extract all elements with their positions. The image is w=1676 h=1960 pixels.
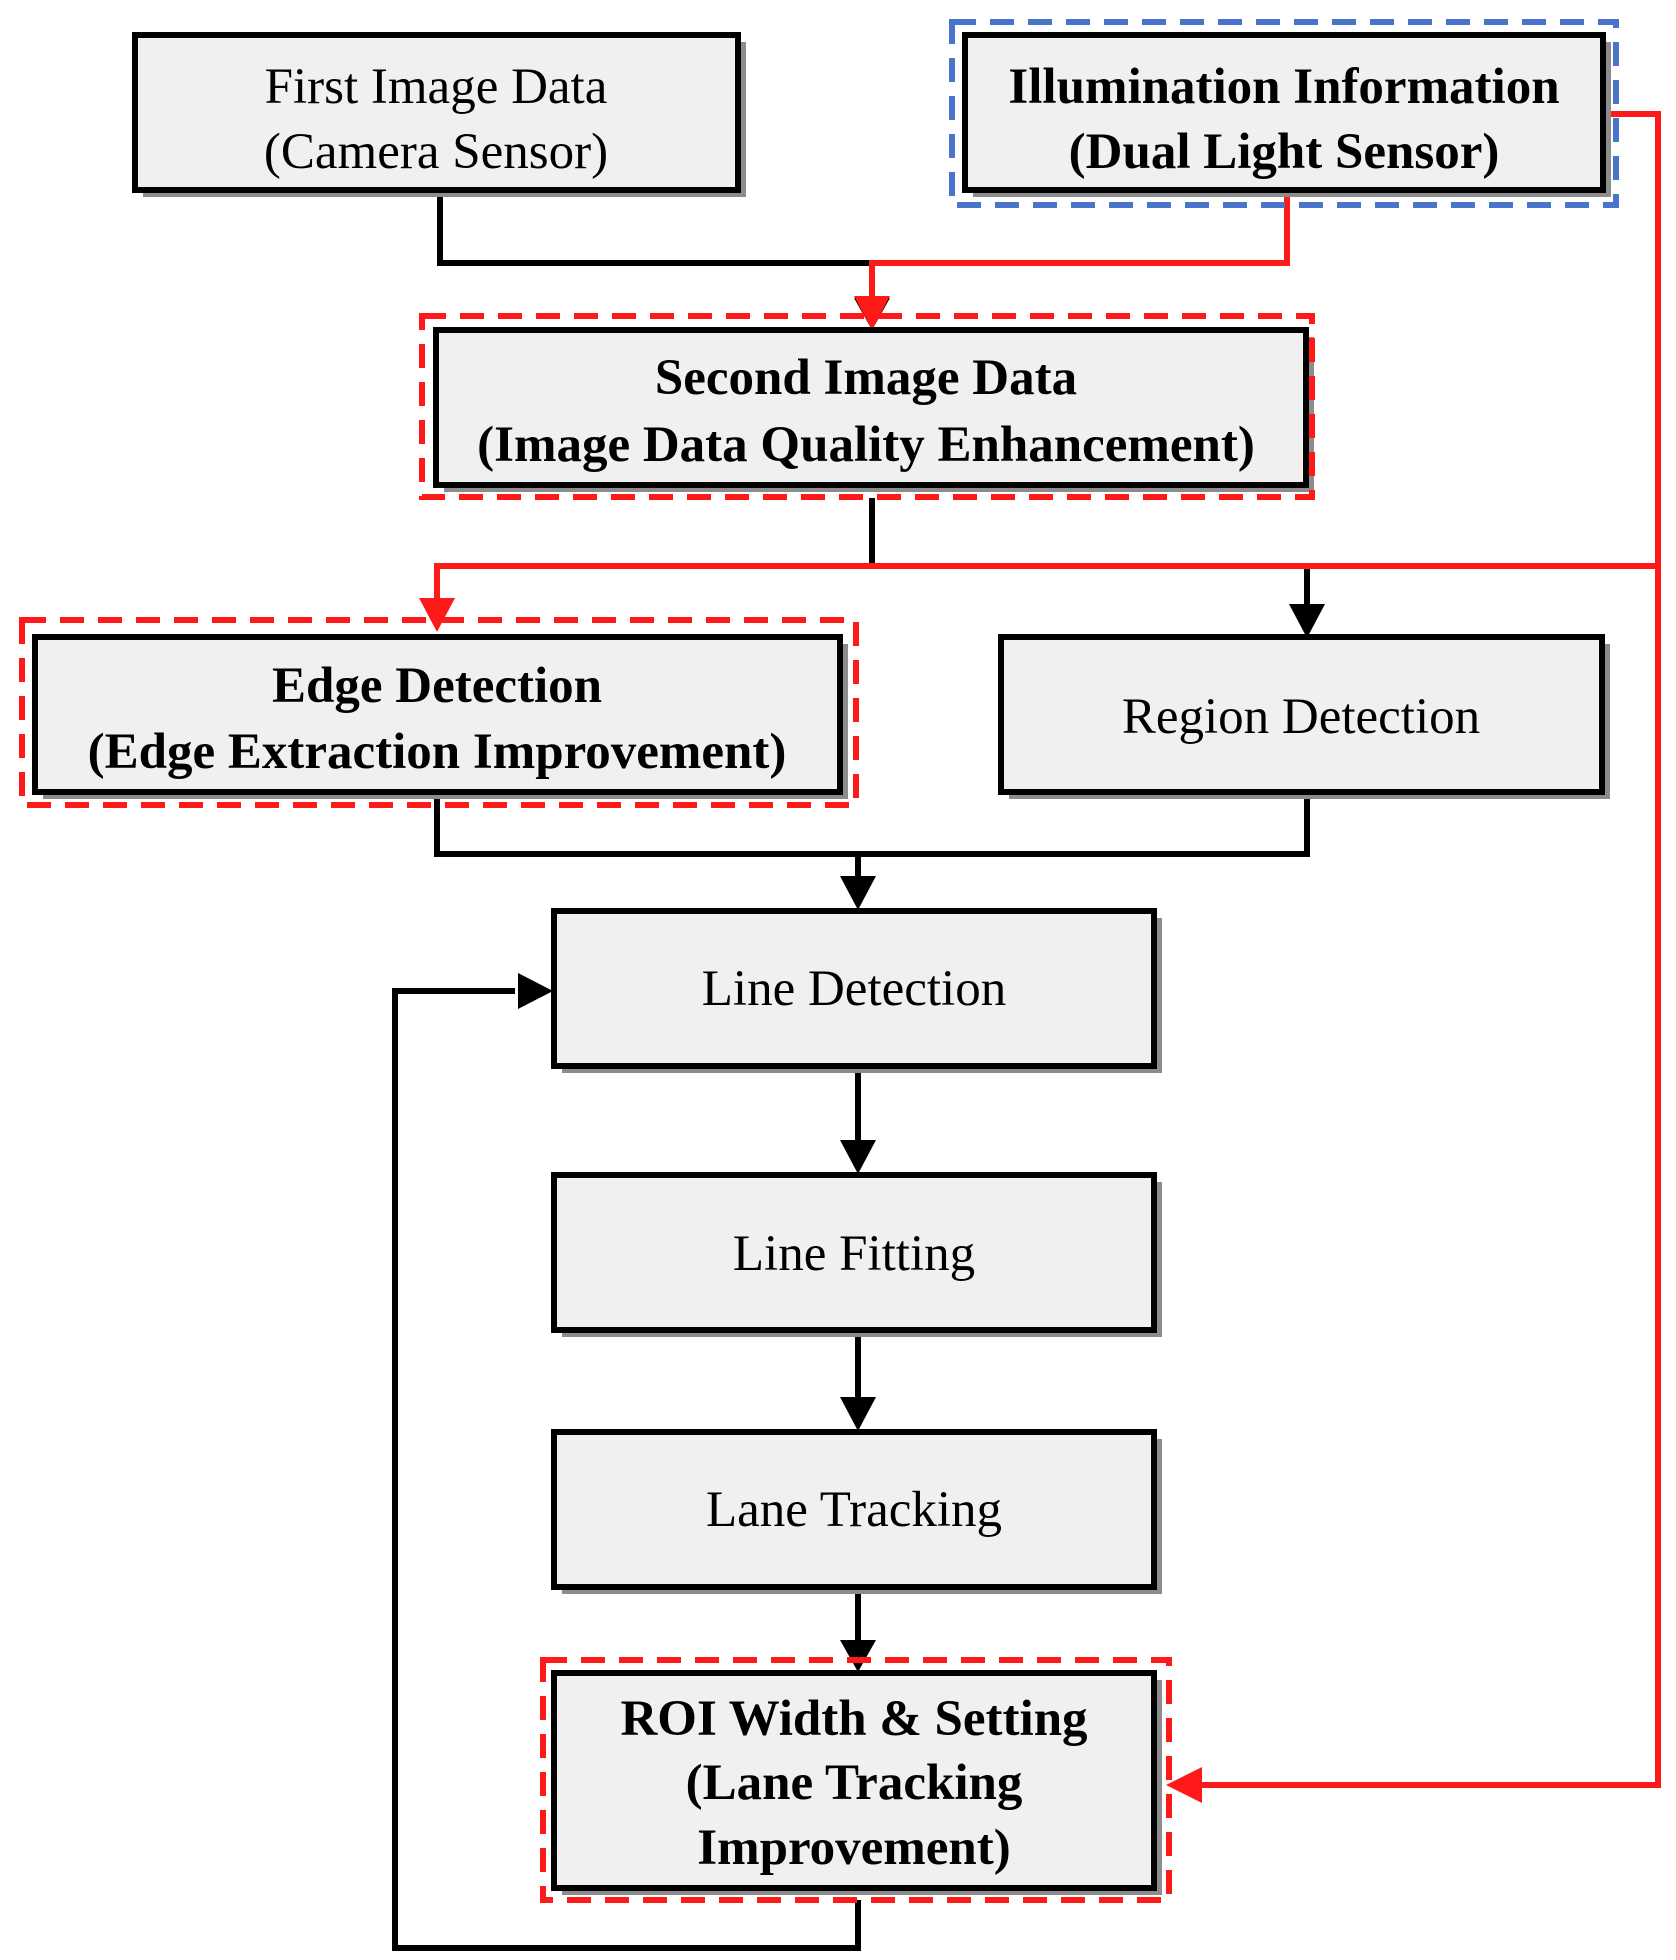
second-image-subtitle: (Image Data Quality Enhancement): [477, 417, 1255, 473]
edge-illumination-to-second: [869, 188, 1290, 300]
node-line-detection: Line Detection: [551, 908, 1162, 1073]
node-line-fitting: Line Fitting: [551, 1172, 1162, 1337]
red-arrowhead-to-edge-detection: [419, 598, 455, 632]
edge-second-to-region: [869, 498, 1310, 610]
node-illumination-information: Illumination Information (Dual Light Sen…: [962, 32, 1611, 197]
arrowhead-to-lane-tracking: [840, 1397, 876, 1431]
node-second-image-data: Second Image Data (Image Data Quality En…: [433, 327, 1314, 492]
region-detection-label: Region Detection: [1122, 689, 1480, 745]
illumination-subtitle: (Dual Light Sensor): [1069, 124, 1500, 180]
arrowhead-to-roi: [840, 1640, 876, 1672]
improvement-highlight-edge-detection: [19, 617, 859, 808]
roi-subtitle-line1: (Lane Tracking: [686, 1755, 1023, 1811]
illumination-title: Illumination Information: [1008, 59, 1559, 115]
red-arrowhead-to-roi: [1166, 1767, 1202, 1803]
arrowhead-to-region-detection: [1289, 604, 1325, 638]
lane-tracking-label: Lane Tracking: [706, 1482, 1002, 1538]
roi-subtitle-line2: Improvement): [697, 1820, 1011, 1876]
edge-first-to-second: [437, 195, 875, 300]
red-connectors: [419, 111, 1661, 1803]
roi-title: ROI Width & Setting: [620, 1691, 1087, 1747]
edge-detection-subtitle: (Edge Extraction Improvement): [88, 724, 787, 780]
edge-detection-title: Edge Detection: [272, 658, 602, 714]
node-roi-width-setting: ROI Width & Setting (Lane Tracking Impro…: [551, 1670, 1162, 1895]
node-first-image-data: First Image Data (Camera Sensor): [132, 32, 746, 197]
red-arrowhead-to-second-image: [854, 296, 890, 330]
node-edge-detection: Edge Detection (Edge Extraction Improvem…: [32, 634, 848, 799]
arrowhead-to-line-detection: [840, 876, 876, 910]
first-image-title: First Image Data: [265, 59, 608, 115]
edge-edge-region-merge: [434, 792, 1310, 857]
line-detection-label: Line Detection: [702, 961, 1006, 1017]
node-region-detection: Region Detection: [998, 634, 1610, 799]
edge-illumination-to-roi: [1200, 566, 1661, 1788]
improvement-highlight-roi: [540, 1657, 1172, 1903]
node-lane-tracking: Lane Tracking: [551, 1429, 1162, 1594]
black-connectors: [392, 195, 1325, 1951]
line-fitting-label: Line Fitting: [733, 1226, 975, 1282]
arrowhead-loop-to-line-detection: [518, 973, 553, 1009]
first-image-subtitle: (Camera Sensor): [264, 124, 608, 180]
arrowhead-to-line-fitting: [840, 1140, 876, 1174]
second-image-title: Second Image Data: [655, 350, 1077, 406]
sensor-highlight-outline: [949, 19, 1619, 208]
edge-roi-feedback-loop: [392, 988, 861, 1951]
